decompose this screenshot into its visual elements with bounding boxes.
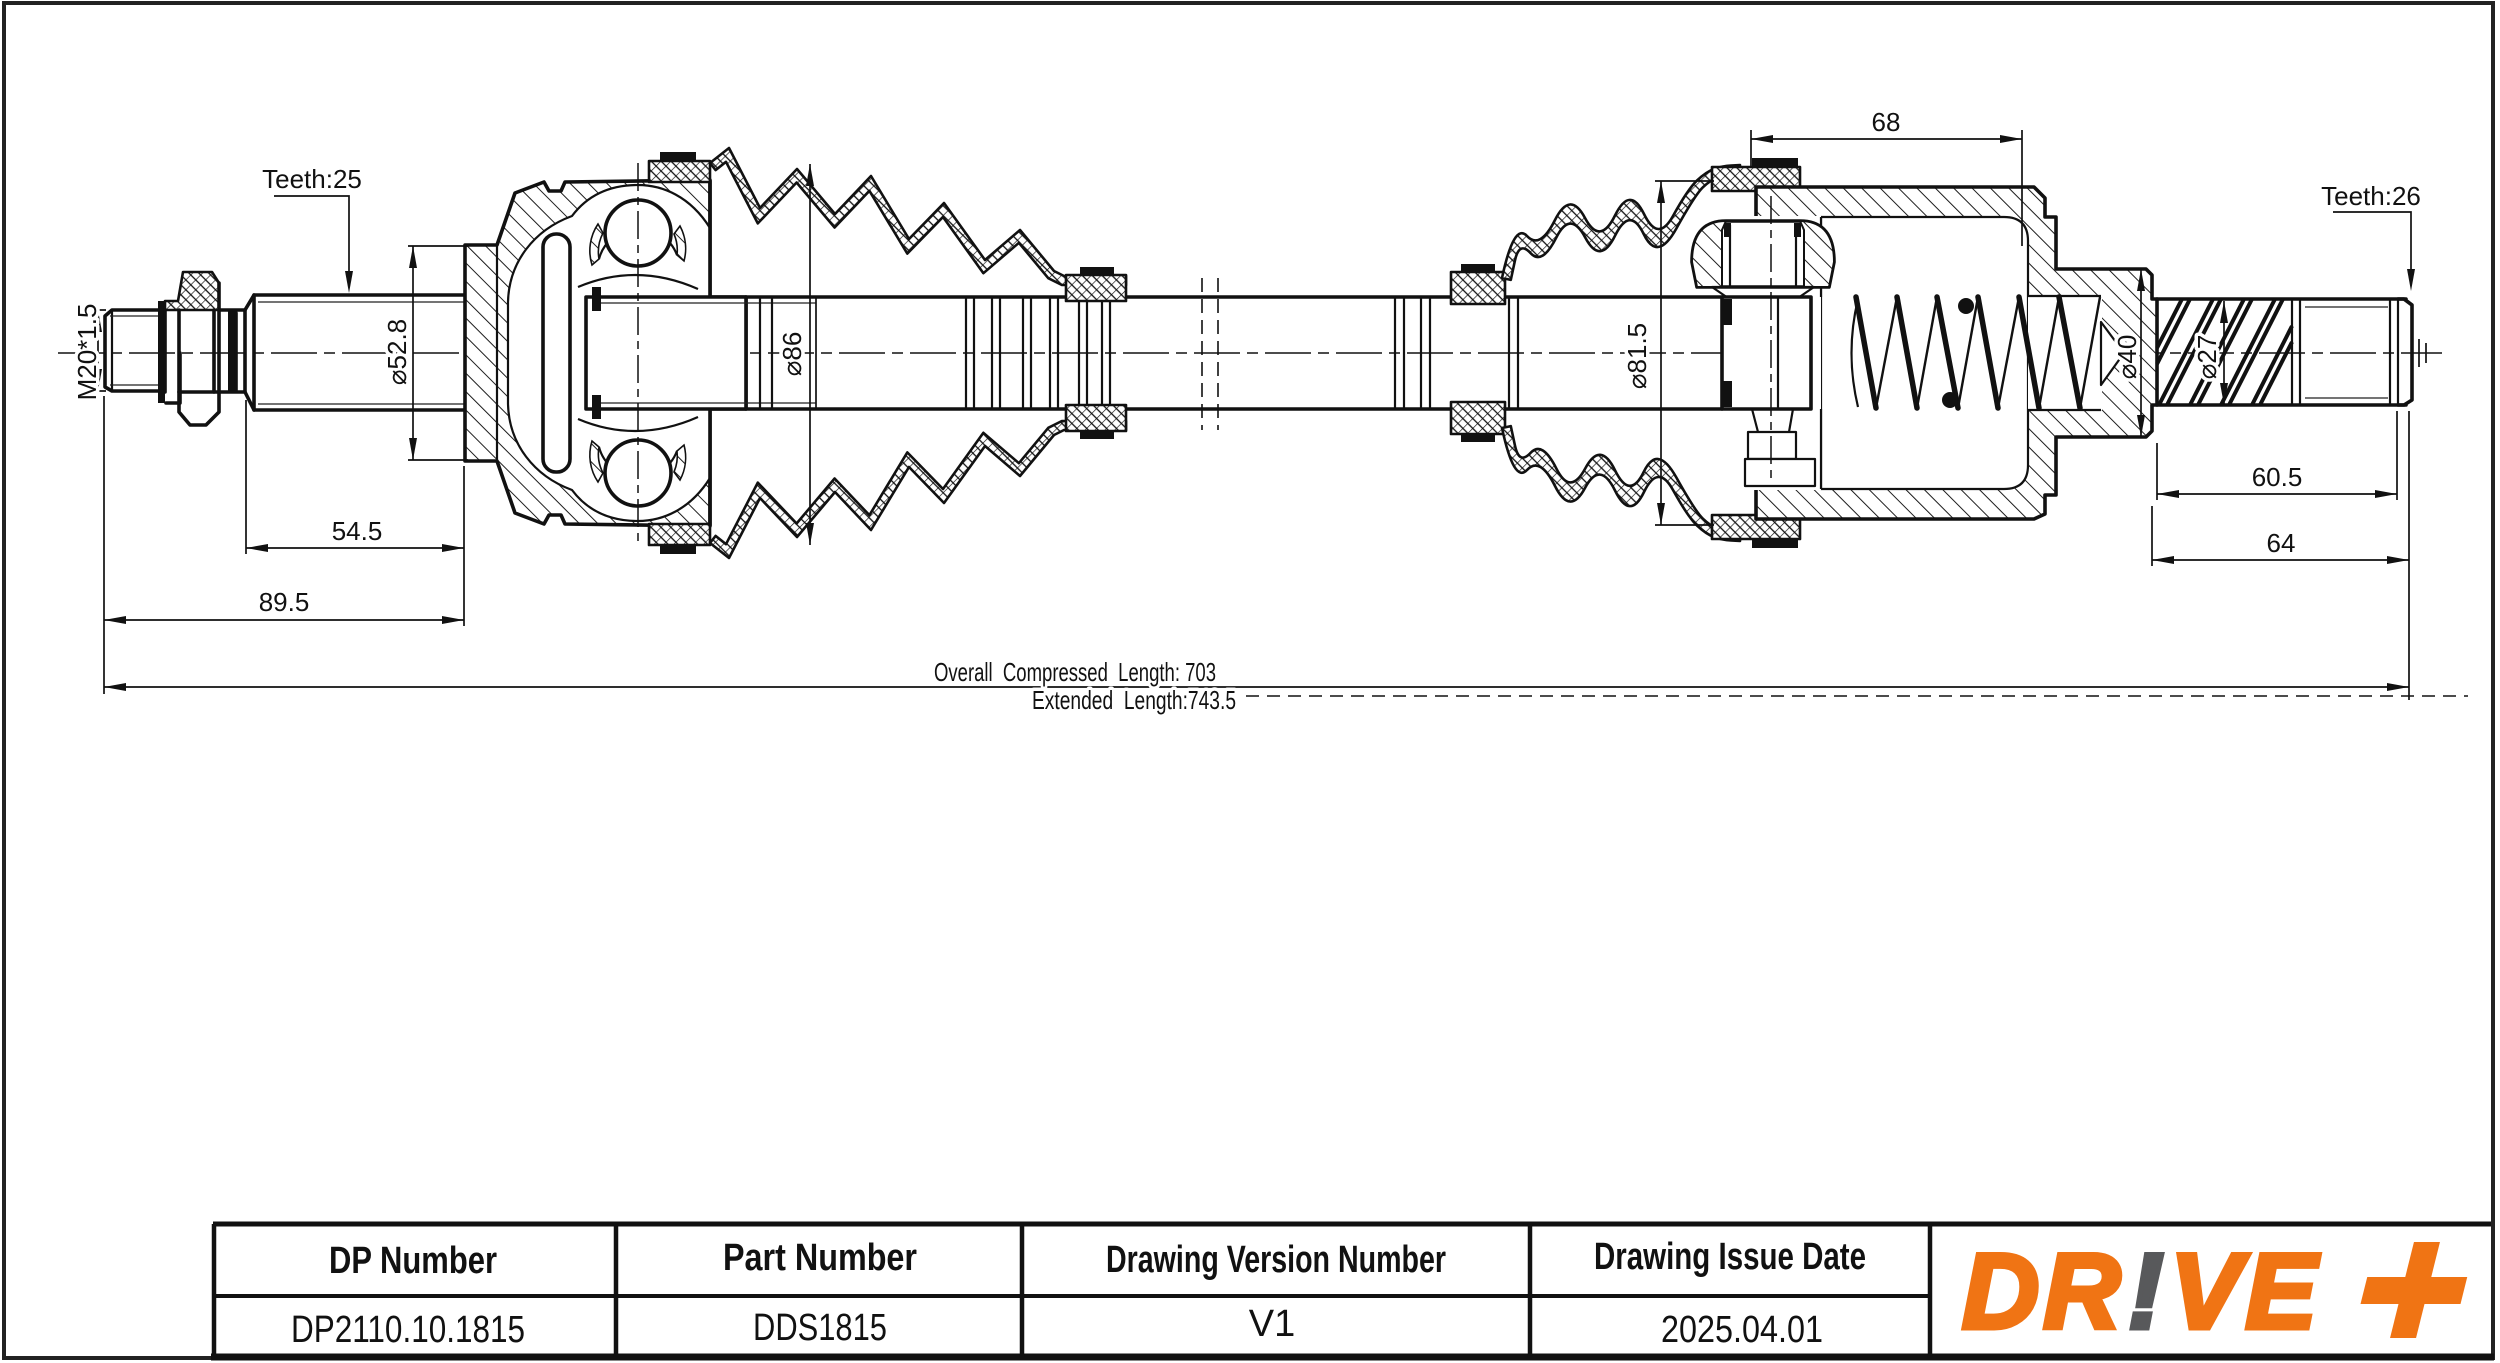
svg-text:Teeth:26: Teeth:26	[2321, 181, 2421, 211]
svg-text:2025.04.01: 2025.04.01	[1661, 1309, 1823, 1351]
svg-text:54.5: 54.5	[332, 516, 383, 546]
svg-text:60.5: 60.5	[2252, 462, 2303, 492]
svg-text:⌀27: ⌀27	[2192, 335, 2222, 380]
svg-text:VE: VE	[2170, 1231, 2321, 1351]
svg-text:89.5: 89.5	[259, 587, 310, 617]
svg-text:⌀81.5: ⌀81.5	[1622, 323, 1652, 389]
svg-text:M20*1.5: M20*1.5	[72, 304, 102, 401]
svg-text:⌀86: ⌀86	[777, 332, 807, 377]
svg-text:⌀40: ⌀40	[2112, 335, 2142, 380]
svg-text:DP Number: DP Number	[329, 1240, 497, 1282]
svg-text:⌀52.8: ⌀52.8	[382, 319, 412, 385]
svg-text:64: 64	[2267, 528, 2296, 558]
svg-text:DP2110.10.1815: DP2110.10.1815	[291, 1309, 525, 1351]
svg-text:DR: DR	[1962, 1231, 2125, 1351]
svg-text:Overall Compressed Length: 7: Overall Compressed Length: 703	[934, 657, 1216, 687]
svg-text:Drawing Issue Date: Drawing Issue Date	[1594, 1236, 1866, 1278]
svg-text:Extended Length:743.5: Extended Length:743.5	[1032, 685, 1236, 715]
svg-text:V1: V1	[1249, 1303, 1295, 1345]
svg-text:Teeth:25: Teeth:25	[262, 164, 362, 194]
svg-text:DDS1815: DDS1815	[753, 1307, 887, 1349]
svg-text:Drawing Version Number: Drawing Version Number	[1106, 1239, 1446, 1281]
svg-text:Part Number: Part Number	[723, 1237, 917, 1279]
svg-text:!: !	[2128, 1231, 2164, 1351]
svg-text:68: 68	[1872, 107, 1901, 137]
